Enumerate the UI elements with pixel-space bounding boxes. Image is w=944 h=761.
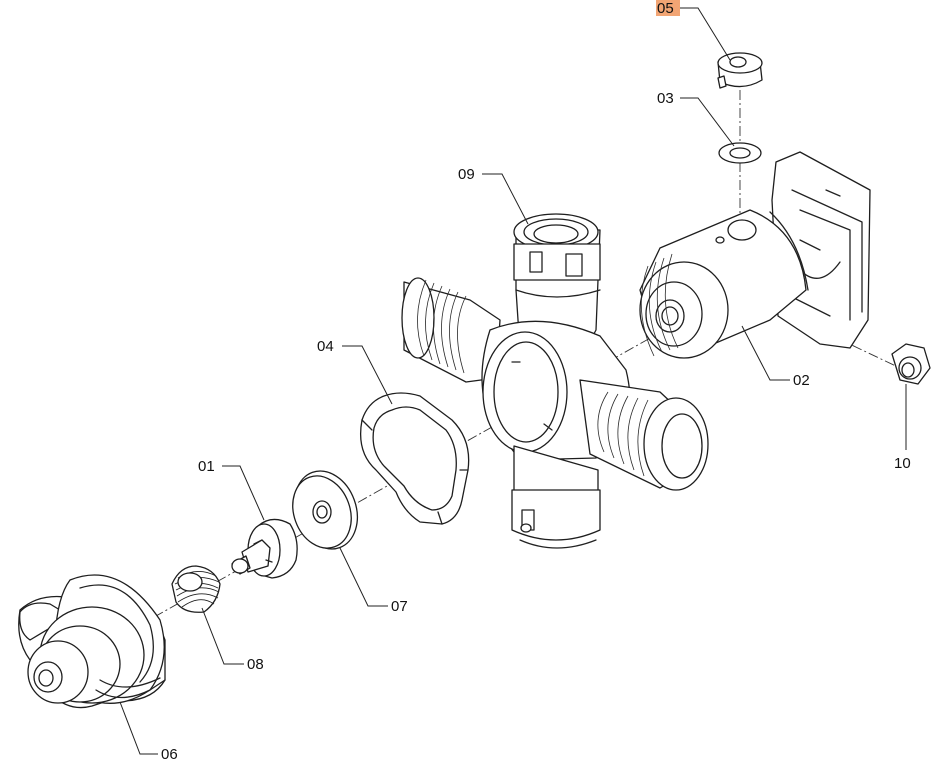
part-02-valve-body [639,151,871,359]
label-02[interactable]: 02 [793,372,810,389]
part-07-washer [292,470,358,550]
label-03[interactable]: 03 [657,90,674,107]
label-05-highlight [656,0,680,16]
label-08[interactable]: 08 [247,656,264,673]
part-09-cross-body [401,213,709,549]
label-05[interactable]: 05 [657,0,674,17]
part-10-hex-nut [891,343,931,385]
leader-lines [119,7,907,755]
part-05-knob [717,52,763,89]
part-04-gasket [359,392,470,525]
label-09[interactable]: 09 [458,166,475,183]
part-labels: 05 03 09 04 02 10 01 07 08 06 [161,0,911,761]
label-10[interactable]: 10 [894,455,911,472]
part-06-cap [18,574,166,709]
label-07[interactable]: 07 [391,598,408,615]
label-04[interactable]: 04 [317,338,334,355]
part-08-spring [171,565,221,613]
part-03-o-ring [718,142,762,164]
label-06[interactable]: 06 [161,746,178,761]
label-01[interactable]: 01 [198,458,215,475]
part-01-plunger [231,518,298,579]
